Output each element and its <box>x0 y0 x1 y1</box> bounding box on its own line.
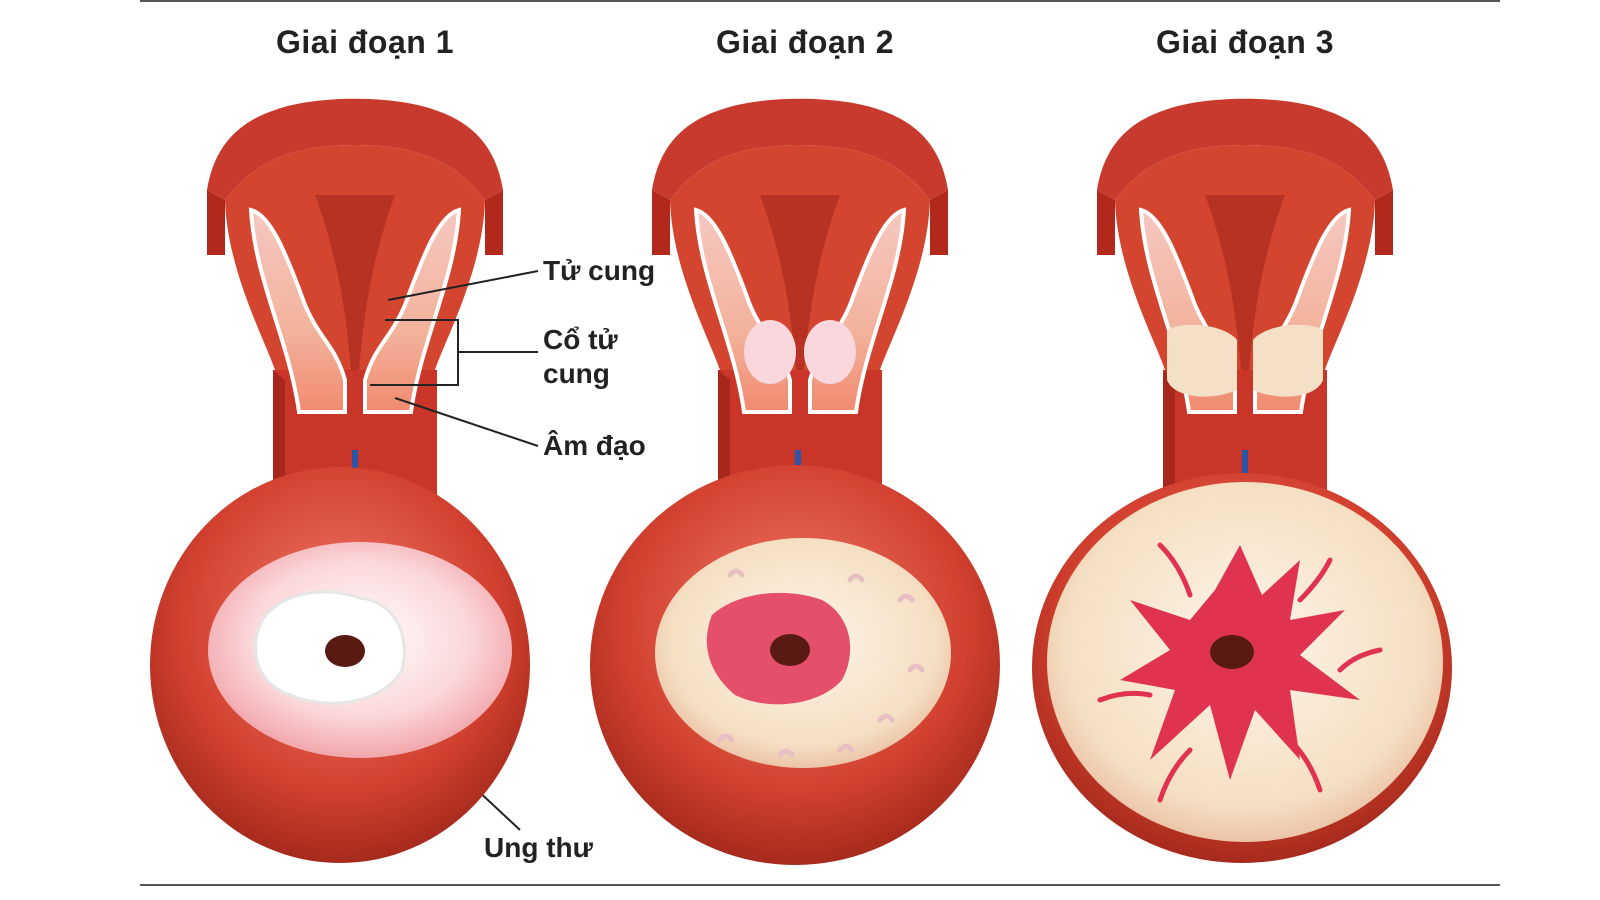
label-vagina: Âm đạo <box>543 430 646 461</box>
stage-1-cervix-view <box>150 467 530 863</box>
stage-1-title: Giai đoạn 1 <box>276 24 454 60</box>
stage-3-title: Giai đoạn 3 <box>1156 24 1334 60</box>
stage-2-title: Giai đoạn 2 <box>716 24 894 60</box>
stage-3-cervix-view <box>1032 473 1452 863</box>
stage-2-uterus <box>650 96 950 502</box>
label-cancer: Ung thư <box>484 832 593 863</box>
stage-2-cervix-view <box>590 465 1000 865</box>
label-cervix-line1: Cổ tử <box>543 324 618 355</box>
top-rule <box>140 0 1500 2</box>
stage-1-uterus <box>205 96 505 502</box>
bottom-rule <box>140 884 1500 886</box>
label-uterus: Tử cung <box>543 255 656 286</box>
label-cervix-line2: cung <box>543 358 610 389</box>
stage-3-uterus <box>1095 96 1395 502</box>
